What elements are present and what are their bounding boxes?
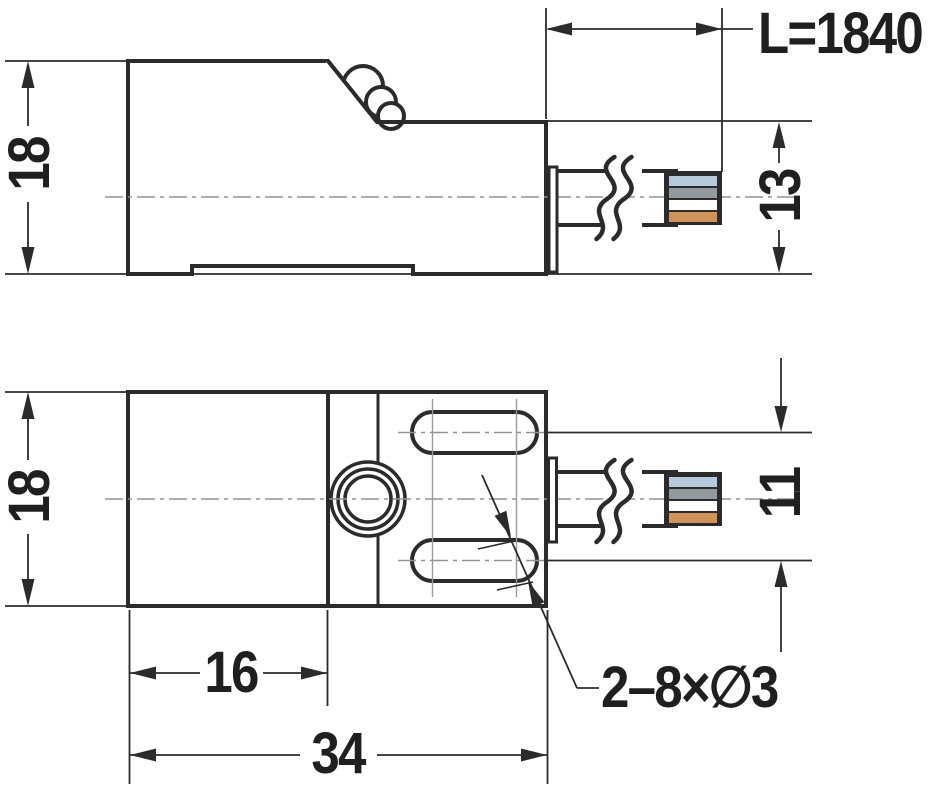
wire-ends-side [664,171,722,225]
wire-light-blue-top [669,477,717,487]
arrow-up-icon [21,61,35,88]
cable-strain-relief [305,59,436,141]
dimension-face-width [128,610,329,784]
arrow-right-icon [521,748,547,762]
side-view-cable [547,150,722,274]
side-view [5,8,812,276]
dim-label-top-height: 18 [0,470,62,524]
dim-label-face-width: 16 [204,640,259,705]
callout-label-slots: 2–8×∅3 [601,655,779,720]
arrow-down-icon [774,406,788,432]
cable-flange-top [547,456,558,544]
dim-label-total-width: 34 [311,721,366,786]
slot-callout-leader [477,474,599,689]
wire-gray-top [669,489,717,499]
arrow-up-icon [772,122,786,148]
cable-break-symbol-side [594,150,634,246]
arrow-left-icon [546,22,572,36]
top-view-cable [547,453,722,549]
dim-label-side-height: 18 [0,137,62,191]
wire-white-top [669,501,717,511]
wire-orange-side [669,212,717,222]
wire-gray-side [669,188,717,198]
arrow-up-icon [21,392,35,419]
top-view [5,358,812,784]
dim-label-cable-end-height: 13 [748,169,813,223]
arrow-down-icon [21,247,35,274]
cable-flange-side [547,165,559,274]
dimension-side-height [21,61,35,274]
arrow-down-icon [21,579,35,606]
dimension-slot-spacing [546,358,812,652]
wire-ends-top [664,472,722,526]
dimension-cable-end-height [772,122,786,273]
arrow-left-icon [130,748,156,762]
wire-orange-top [669,513,717,523]
dim-label-slot-spacing: 11 [748,467,813,519]
dimension-total-width [130,610,549,784]
wire-light-blue-side [669,176,717,186]
cable-break-symbol-top [594,453,634,549]
arrow-down-icon [772,247,786,273]
arrow-left-icon [130,666,156,680]
arrow-right-icon [696,22,722,36]
dimension-cable-length [545,8,753,172]
wire-white-side [669,200,717,210]
arrow-down-right-icon [494,510,511,537]
dim-label-cable-length: L=1840 [758,1,924,66]
arrow-up-left-icon [528,581,545,608]
arrow-right-icon [301,666,327,680]
arrow-up-icon [774,561,788,587]
dimension-top-height [21,392,35,606]
